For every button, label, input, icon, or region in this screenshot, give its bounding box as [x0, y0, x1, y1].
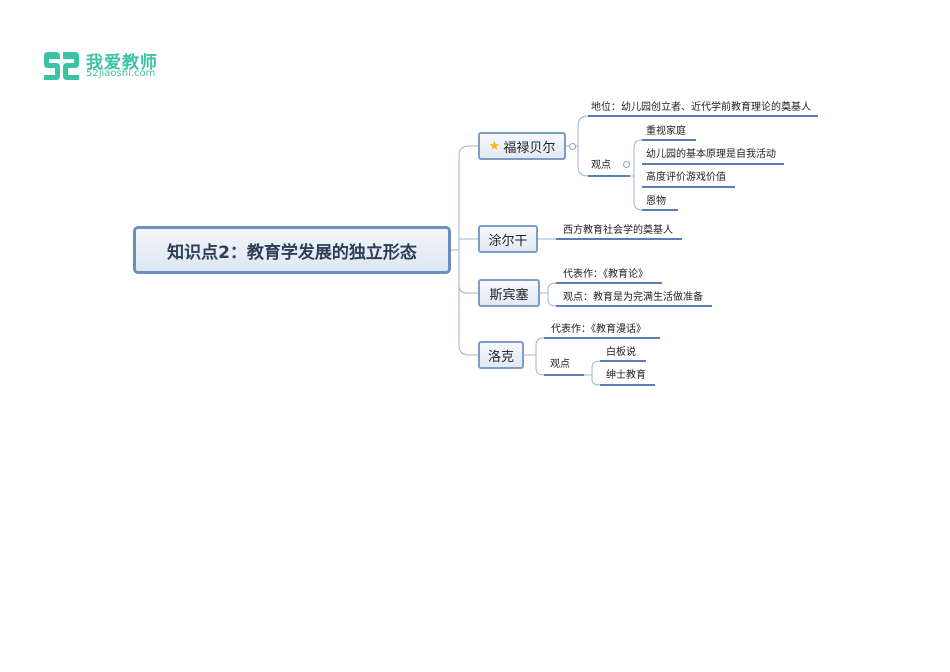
branch-froebel[interactable]: ★ 福禄贝尔 [478, 132, 566, 160]
leaf-froebel-view-1[interactable]: 重视家庭 [646, 126, 686, 137]
brand-logo: 我爱教师 52jiaoshi.com [40, 48, 170, 84]
leaf-locke-work[interactable]: 代表作：《教育漫话》 [551, 324, 646, 335]
leaf-locke-viewpoint[interactable]: 观点 [550, 359, 570, 370]
branch-locke[interactable]: 洛克 [478, 341, 524, 369]
collapse-toggle[interactable] [569, 143, 576, 150]
leaf-froebel-view-3[interactable]: 高度评价游戏价值 [646, 172, 726, 183]
leaf-spencer-viewpoint[interactable]: 观点：教育是为完满生活做准备 [563, 292, 703, 303]
collapse-toggle[interactable] [623, 161, 630, 168]
brand-name-en: 52jiaoshi.com [86, 68, 156, 79]
leaf-durkheim[interactable]: 西方教育社会学的奠基人 [563, 225, 673, 236]
root-topic[interactable]: 知识点2：教育学发展的独立形态 [133, 226, 451, 274]
leaf-locke-view-2[interactable]: 绅士教育 [606, 370, 646, 381]
branch-spencer[interactable]: 斯宾塞 [478, 279, 540, 307]
leaf-froebel-status[interactable]: 地位：幼儿园创立者、近代学前教育理论的奠基人 [591, 102, 811, 113]
branch-label: 福禄贝尔 [503, 140, 556, 156]
leaf-froebel-viewpoint[interactable]: 观点 [591, 160, 611, 171]
brand-logo-icon [44, 52, 79, 80]
leaf-froebel-view-2[interactable]: 幼儿园的基本原理是自我活动 [646, 149, 776, 160]
leaf-spencer-work[interactable]: 代表作：《教育论》 [563, 269, 648, 280]
leaf-froebel-view-4[interactable]: 恩物 [646, 196, 666, 207]
brand-name-cn: 我爱教师 [86, 53, 158, 73]
branch-durkheim[interactable]: 涂尔干 [478, 225, 538, 253]
star-icon: ★ [488, 138, 501, 154]
leaf-locke-view-1[interactable]: 白板说 [606, 347, 636, 358]
